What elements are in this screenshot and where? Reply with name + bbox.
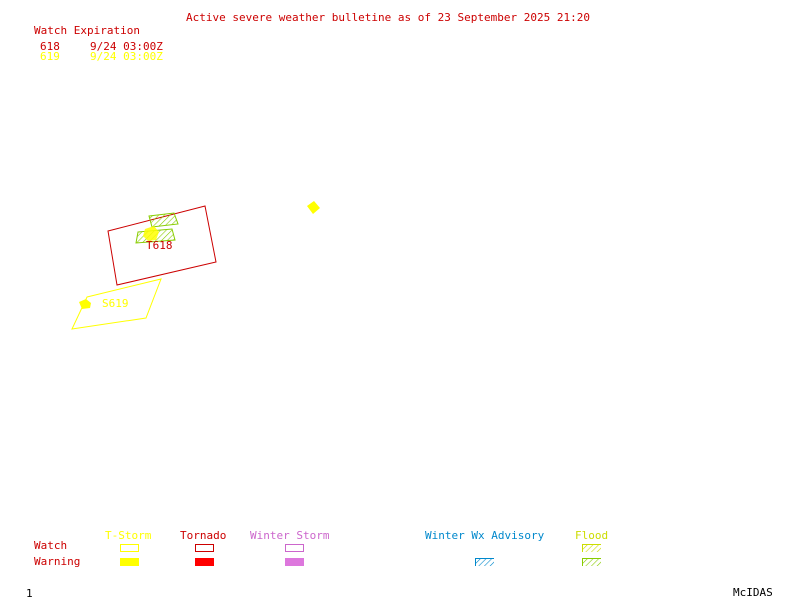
- legend-header-winter-storm: Winter Storm: [250, 529, 330, 542]
- watch-entry-expires: 9/24 03:00Z: [90, 40, 163, 53]
- legend-swatch-flood-watch: [582, 544, 601, 552]
- tstorm-watch-619-outline: [71, 278, 162, 330]
- legend-row-watch-label: Watch: [34, 539, 68, 552]
- legend-row-warning-label: Warning: [34, 555, 81, 568]
- legend-header-tstorm: T-Storm: [105, 529, 152, 542]
- watch-entry-expires: 9/24 03:00Z: [90, 50, 163, 63]
- tstorm-warning-area-1: [143, 226, 159, 241]
- legend-swatch-tornado-watch: [195, 544, 214, 552]
- watch-label-s619: S619: [102, 297, 129, 310]
- watch-entry-id: 619: [40, 50, 60, 63]
- legend-swatch-tstorm-watch: [120, 544, 139, 552]
- flood-warning-area-1: [148, 212, 179, 228]
- frame-number: 1: [26, 587, 33, 600]
- app-name: McIDAS: [733, 586, 773, 599]
- bulletin-title: Active severe weather bulletine as of 23…: [186, 11, 590, 24]
- legend-swatch-flood-warning: [582, 558, 601, 566]
- legend-swatch-winter-storm-warning: [285, 558, 304, 566]
- legend-swatch-winter-wx-advisory: [475, 558, 494, 566]
- watch-entry-id: 618: [40, 40, 60, 53]
- legend-header-tornado: Tornado: [180, 529, 227, 542]
- legend-header-flood: Flood: [575, 529, 609, 542]
- watch-expiration-heading: Watch Expiration: [34, 24, 140, 37]
- legend-header-winter-wx-advisory: Winter Wx Advisory: [425, 529, 545, 542]
- tstorm-warning-area-2: [307, 201, 320, 214]
- tstorm-warning-area-3: [79, 299, 91, 309]
- legend-swatch-winter-storm-watch: [285, 544, 304, 552]
- watch-label-t618: T618: [146, 239, 173, 252]
- legend-swatch-tornado-warning: [195, 558, 214, 566]
- legend-swatch-tstorm-warning: [120, 558, 139, 566]
